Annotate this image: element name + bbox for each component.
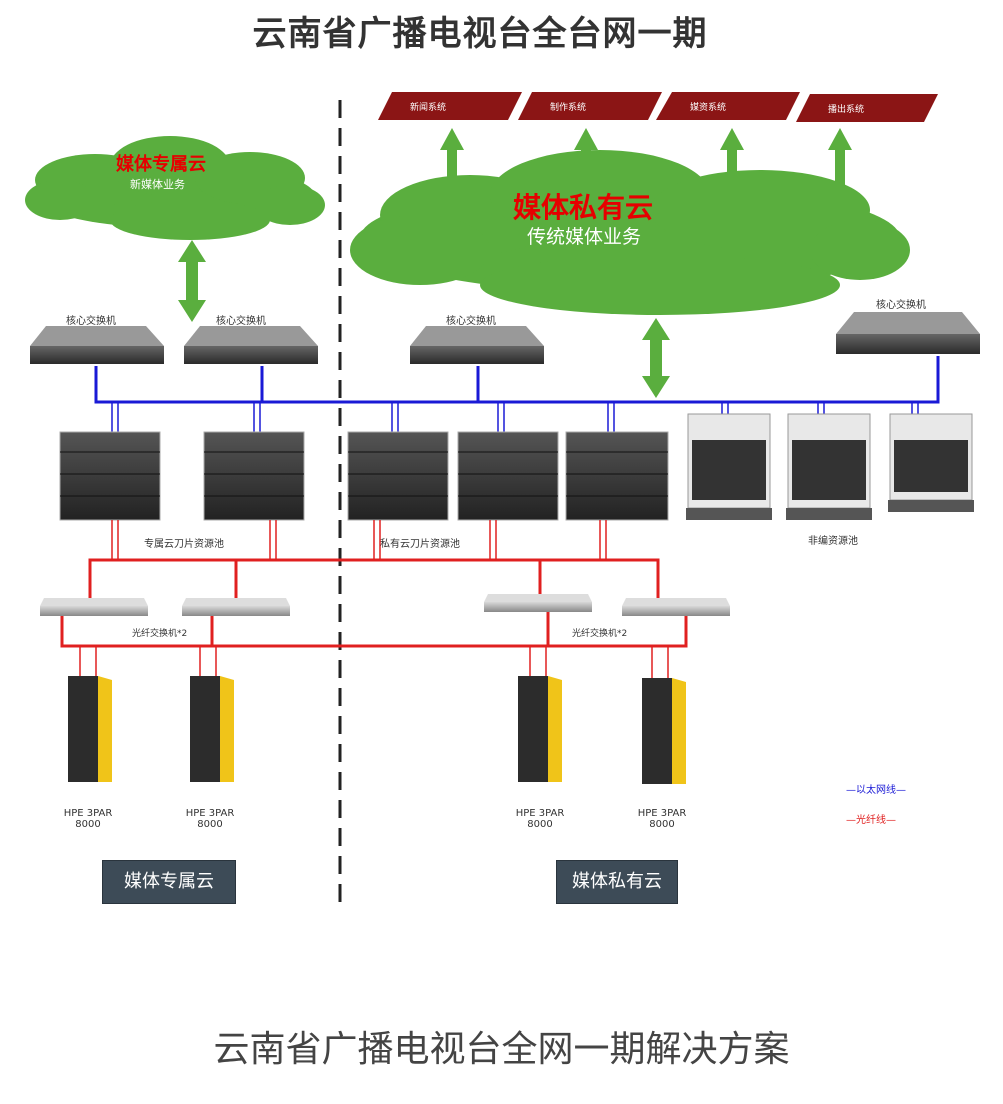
private-cloud-desc: 传统媒体业务 — [527, 226, 642, 248]
fc-switch-label-left: 光纤交换机*2 — [132, 629, 188, 639]
fc-switch-label-right: 光纤交换机*2 — [572, 629, 628, 639]
core-switch-label-4: 核心交换机 — [876, 300, 926, 311]
core-switch-label-2: 核心交换机 — [216, 316, 266, 327]
storage-array-3 — [518, 676, 562, 782]
system-banner-broadcast — [796, 94, 938, 122]
dedicated-cloud-shape — [25, 136, 325, 240]
system-banner-news — [378, 92, 522, 120]
system-label-broadcast: 播出系统 — [828, 105, 865, 115]
ethernet-drops — [111, 402, 919, 432]
cloud-link-arrows — [178, 240, 670, 398]
core-switch-label-1: 核心交换机 — [66, 316, 116, 327]
storage-array-1 — [68, 676, 112, 782]
private-cloud-shape — [350, 150, 910, 315]
system-label-media-asset: 媒资系统 — [690, 103, 727, 113]
blade-chassis-2 — [203, 431, 305, 521]
ethernet-lines — [94, 356, 940, 404]
private-cloud-title: 媒体私有云 — [513, 191, 654, 224]
dedicated-cloud-title: 媒体专属云 — [116, 154, 206, 175]
core-switch-3 — [410, 326, 544, 364]
storage-array-2 — [190, 676, 234, 782]
blade-chassis-5 — [565, 431, 669, 521]
fc-switch-4 — [622, 598, 730, 616]
system-label-production: 制作系统 — [550, 103, 587, 113]
core-switch-label-3: 核心交换机 — [446, 316, 496, 327]
blade-chassis-4 — [457, 431, 559, 521]
dedicated-cloud-box: 媒体专属云 — [102, 860, 236, 904]
system-label-news: 新闻系统 — [410, 103, 447, 113]
fc-switch-2 — [182, 598, 290, 616]
core-switch-1 — [30, 326, 164, 364]
dedicated-blade-pool-label: 专属云刀片资源池 — [144, 539, 224, 550]
nonedit-server-3 — [888, 413, 974, 512]
core-switch-2 — [184, 326, 318, 364]
page-caption: 云南省广播电视台全网一期解决方案 — [213, 1029, 790, 1070]
diagram-title: 云南省广播电视台全台网一期 — [252, 14, 708, 54]
legend-ethernet: —以太网线— — [846, 785, 906, 796]
system-banner-media-asset — [656, 92, 800, 120]
private-cloud-box: 媒体私有云 — [556, 860, 678, 904]
nonedit-server-1 — [686, 413, 772, 520]
private-blade-pool-label: 私有云刀片资源池 — [380, 539, 460, 550]
dedicated-cloud-desc: 新媒体业务 — [130, 178, 185, 191]
nonedit-pool-label: 非编资源池 — [808, 536, 858, 547]
core-switch-4 — [836, 312, 980, 354]
fiber-drops — [79, 520, 669, 678]
storage-array-4 — [642, 678, 686, 784]
nonedit-server-2 — [786, 413, 872, 520]
legend-fiber: —光纤线— — [846, 815, 896, 826]
blade-chassis-1 — [59, 431, 161, 521]
fc-switch-1 — [40, 598, 148, 616]
system-banner-production — [518, 92, 662, 120]
blade-chassis-3 — [347, 431, 449, 521]
fc-switch-3 — [484, 594, 592, 612]
